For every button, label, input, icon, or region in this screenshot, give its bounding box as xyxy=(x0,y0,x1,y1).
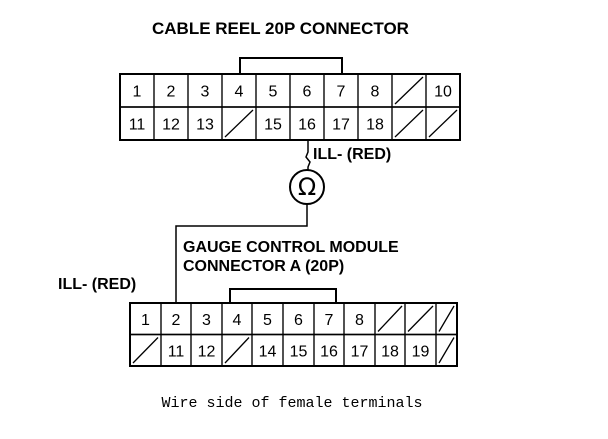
bottom-wire xyxy=(175,204,308,303)
top-connector-blank-terminal xyxy=(224,109,254,138)
ohmmeter-icon: Ω xyxy=(289,169,325,205)
top-connector-pin-16: 16 xyxy=(298,117,316,134)
bottom-connector-cell xyxy=(435,333,458,367)
top-wire-label: ILL- (RED) xyxy=(313,146,391,163)
top-connector-pin-6: 6 xyxy=(303,84,312,101)
top-connector-blank-terminal xyxy=(394,76,424,105)
bottom-wire-label: ILL- (RED) xyxy=(58,276,136,293)
bottom-connector-pin-18: 18 xyxy=(381,343,399,360)
top-connector-pin-15: 15 xyxy=(264,117,282,134)
bottom-connector-pin-1: 1 xyxy=(141,312,150,329)
bottom-connector-pin-4: 4 xyxy=(233,312,242,329)
bottom-connector-pin-2: 2 xyxy=(172,312,181,329)
top-connector-blank-terminal xyxy=(394,109,424,138)
bottom-connector-pin-14: 14 xyxy=(259,343,277,360)
bottom-connector-pin-11: 11 xyxy=(168,343,185,360)
top-connector-pin-3: 3 xyxy=(201,84,210,101)
bottom-connector-pin-17: 17 xyxy=(351,343,369,360)
bottom-connector-pin-16: 16 xyxy=(320,343,338,360)
bottom-connector-blank-terminal xyxy=(132,337,159,364)
top-connector-pin-18: 18 xyxy=(366,117,384,134)
top-connector-pin-10: 10 xyxy=(434,84,452,101)
top-connector-pin-1: 1 xyxy=(133,84,142,101)
bottom-connector-pin-7: 7 xyxy=(325,312,334,329)
bottom-connector-latch xyxy=(229,288,337,303)
bottom-connector-pin-5: 5 xyxy=(263,312,272,329)
bottom-connector-blank-terminal xyxy=(377,305,403,332)
top-connector-cell xyxy=(425,106,461,141)
top-connector-pin-13: 13 xyxy=(196,117,214,134)
bottom-connector-blank-terminal xyxy=(438,305,455,332)
bottom-connector-pin-12: 12 xyxy=(198,343,216,360)
caption: Wire side of female terminals xyxy=(161,395,422,412)
bottom-connector-pin-3: 3 xyxy=(202,312,211,329)
bottom-connector-pin-19: 19 xyxy=(412,343,430,360)
top-connector-pin-8: 8 xyxy=(371,84,380,101)
bottom-connector-pin-15: 15 xyxy=(290,343,308,360)
bottom-connector-blank-terminal xyxy=(224,337,250,364)
top-connector-pin-12: 12 xyxy=(162,117,180,134)
top-connector-pin-2: 2 xyxy=(167,84,176,101)
top-connector-pin-11: 11 xyxy=(129,117,146,134)
ohm-symbol: Ω xyxy=(298,173,316,201)
bottom-connector-title-line2: CONNECTOR A (20P) xyxy=(183,258,344,275)
top-connector-pin-7: 7 xyxy=(337,84,346,101)
bottom-connector-title-line1: GAUGE CONTROL MODULE xyxy=(183,239,399,256)
top-connector-title: CABLE REEL 20P CONNECTOR xyxy=(152,19,409,38)
top-connector-blank-terminal xyxy=(428,109,458,138)
top-connector-pin-5: 5 xyxy=(269,84,278,101)
bottom-connector-pin-6: 6 xyxy=(294,312,303,329)
top-connector-pin-17: 17 xyxy=(332,117,350,134)
bottom-connector-pin-8: 8 xyxy=(355,312,364,329)
bottom-connector-blank-terminal xyxy=(438,337,455,364)
top-connector-latch xyxy=(239,57,343,74)
top-wire xyxy=(305,140,311,170)
top-connector-pin-4: 4 xyxy=(235,84,244,101)
bottom-connector-blank-terminal xyxy=(407,305,434,332)
